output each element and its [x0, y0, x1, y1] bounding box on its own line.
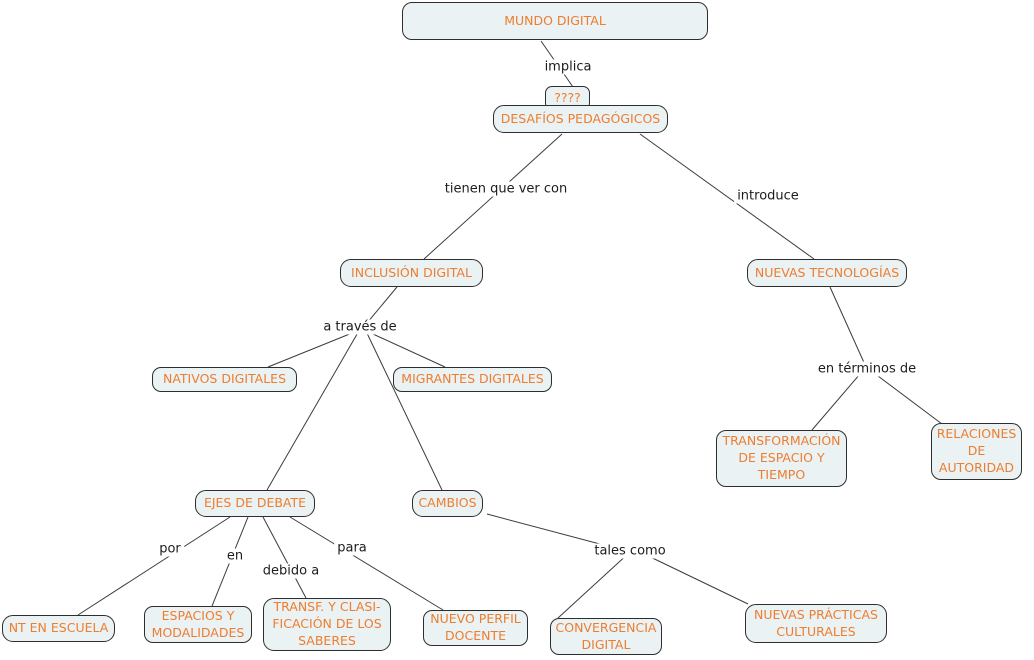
link-label[interactable]: en — [223, 548, 247, 564]
edge-line — [639, 551, 749, 605]
concept-node-migrantes-digitales[interactable]: MIGRANTES DIGITALES — [393, 367, 552, 392]
edge-line — [811, 366, 867, 431]
edge-line — [423, 133, 563, 260]
concept-node-cambios[interactable]: CAMBIOS — [412, 490, 483, 517]
edge-line — [829, 286, 867, 368]
link-label[interactable]: debido a — [259, 563, 323, 579]
concept-node-nuevas-tecnologias[interactable]: NUEVAS TECNOLOGÍAS — [747, 259, 907, 287]
edge-line — [266, 328, 361, 491]
edge-line — [361, 328, 446, 368]
concept-node-ejes-de-debate[interactable]: EJES DE DEBATE — [195, 490, 315, 517]
concept-node-desafios-pedagogicos[interactable]: DESAFÍOS PEDAGÓGICOS — [493, 105, 668, 133]
concept-node-relaciones-autoridad[interactable]: RELACIONES DE AUTORIDAD — [931, 423, 1022, 480]
concept-node-convergencia-digital[interactable]: CONVERGENCIA DIGITAL — [550, 618, 662, 655]
edge-line — [262, 516, 307, 599]
link-label[interactable]: en términos de — [814, 361, 920, 377]
edge-line — [557, 551, 631, 619]
concept-node-mundo-digital[interactable]: MUNDO DIGITAL — [402, 2, 708, 40]
link-label[interactable]: tales como — [591, 543, 669, 559]
concept-node-transformacion-espacio-tiempo[interactable]: TRANSFORMACIÓN DE ESPACIO Y TIEMPO — [716, 430, 847, 487]
link-label[interactable]: tienen que ver con — [441, 181, 571, 197]
concept-node-nuevas-practicas-culturales[interactable]: NUEVAS PRÁCTICAS CULTURALES — [745, 604, 887, 643]
edge-line — [865, 366, 943, 425]
link-label[interactable]: para — [334, 540, 370, 556]
concept-node-inclusion-digital[interactable]: INCLUSIÓN DIGITAL — [340, 259, 483, 287]
link-label[interactable]: implica — [541, 59, 595, 75]
edge-line — [267, 328, 363, 368]
link-label[interactable]: a través de — [320, 319, 400, 335]
edge-line — [639, 133, 815, 260]
concept-node-nuevo-perfil-docente[interactable]: NUEVO PERFIL DOCENTE — [423, 610, 528, 646]
edge-line — [289, 516, 444, 611]
concept-node-espacios-modalidades[interactable]: ESPACIOS Y MODALIDADES — [144, 606, 252, 643]
concept-node-nativos-digitales[interactable]: NATIVOS DIGITALES — [152, 367, 297, 392]
concept-node-transf-clasificacion-saberes[interactable]: TRANSF. Y CLASI- FICACIÓN DE LOS SABERES — [263, 598, 391, 651]
link-label[interactable]: por — [156, 541, 184, 557]
edge-line — [77, 516, 231, 616]
edge-line — [364, 328, 443, 491]
link-label[interactable]: introduce — [734, 188, 802, 204]
concept-node-nt-en-escuela[interactable]: NT EN ESCUELA — [2, 615, 115, 642]
